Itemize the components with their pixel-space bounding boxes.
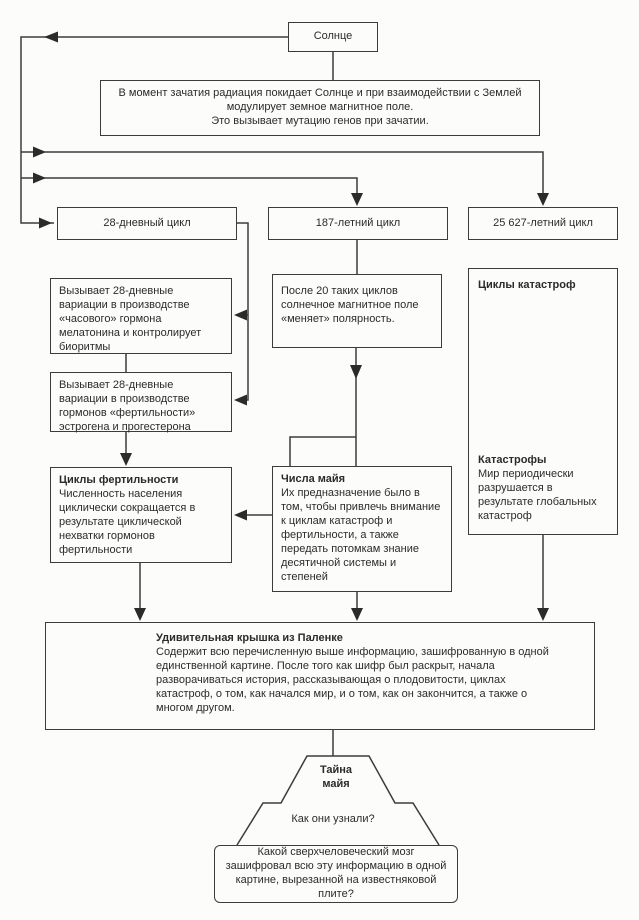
arrowhead-left — [44, 31, 58, 43]
palenque-text: Содержит всю перечисленную выше информац… — [156, 645, 549, 714]
hormones-to-fertility-cycles-connector — [120, 432, 132, 466]
28day-to-variation-boxes-connector — [234, 222, 249, 406]
cycle-187year-box: 187-летний цикл — [268, 207, 448, 240]
fertility-to-palenque-connector — [134, 563, 146, 621]
arrowhead-right — [33, 172, 46, 184]
palenque-title: Удивительная крышка из Паленке — [156, 632, 343, 644]
palenque-box: Удивительная крышка из Паленке Содержит … — [45, 622, 595, 730]
conception-line3: Это вызывает мутацию генов при зачатии. — [211, 114, 429, 127]
rail-to-187-connector — [21, 172, 363, 206]
fertility-hormones-text: Вызывает 28-дневные вариации в производс… — [59, 379, 196, 433]
maya-mystery-title-line1: Тайна — [319, 764, 353, 776]
arrowhead-down — [120, 453, 132, 466]
conception-line2: модулирует земное магнитное поле. — [226, 101, 414, 114]
arrowhead-left — [234, 394, 247, 406]
catastrophe-cycles-title: Циклы катастроф — [478, 279, 576, 291]
arrowhead-right — [39, 217, 52, 229]
arrowhead-down — [351, 193, 363, 206]
cycle-25627year-box: 25 627-летний цикл — [468, 207, 618, 240]
cycle-28day-label: 28-дневный цикл — [103, 216, 191, 229]
fertility-cycles-title: Циклы фертильности — [59, 474, 179, 486]
final-question-box: Какой сверхчеловеческий мозг зашифровал … — [214, 845, 458, 903]
catastrophe-to-palenque-connector — [537, 535, 549, 621]
arrowhead-left — [234, 509, 247, 521]
cycle-28day-box: 28-дневный цикл — [57, 207, 237, 240]
final-question-text: Какой сверхчеловеческий мозг зашифровал … — [225, 846, 447, 900]
rail-to-25627-connector — [21, 146, 549, 206]
sun-label: Солнце — [313, 30, 353, 43]
maya-mystery-title-line2: майя — [322, 778, 350, 791]
catastrophes-text: Мир периодически разрушается в результат… — [478, 468, 597, 523]
arrowhead-down — [134, 608, 146, 621]
cycle-187year-label: 187-летний цикл — [315, 216, 401, 229]
polarity-text: После 20 таких циклов солнечное магнитно… — [281, 285, 419, 325]
sun-box: Солнце — [288, 22, 378, 52]
maya-numbers-title: Числа майя — [281, 473, 346, 485]
conception-line1: В момент зачатия радиация покидает Солнц… — [118, 87, 522, 100]
polarity-box: После 20 таких циклов солнечное магнитно… — [272, 274, 442, 348]
maya-numbers-text: Их предназначение было в том, чтобы прив… — [281, 486, 441, 583]
melatonin-box: Вызывает 28-дневные вариации в производс… — [50, 278, 232, 354]
conception-box: В момент зачатия радиация покидает Солнц… — [100, 80, 540, 136]
arrowhead-left — [234, 309, 247, 321]
arrowhead-down — [537, 608, 549, 621]
catastrophe-cycles-box: Циклы катастроф Катастрофы Мир периодиче… — [468, 268, 618, 535]
fertility-cycles-box: Циклы фертильности Численность населения… — [50, 467, 232, 563]
maya-numbers-to-palenque-connector — [351, 592, 363, 621]
melatonin-text: Вызывает 28-дневные вариации в производс… — [59, 285, 202, 353]
conception-text: В момент зачатия радиация покидает Солнц… — [118, 87, 521, 129]
catastrophe-spacer — [478, 293, 608, 454]
maya-mystery-title: Тайна майя — [288, 763, 384, 792]
cycle-25627year-label: 25 627-летний цикл — [493, 216, 593, 229]
arrowhead-right — [33, 146, 46, 158]
how-did-they-know-question: Как они узнали? — [291, 813, 375, 825]
polarity-to-maya-numbers-connector — [350, 348, 362, 466]
fertility-cycles-text: Численность населения циклически сокраща… — [59, 487, 196, 556]
fertility-hormones-box: Вызывает 28-дневные вариации в производс… — [50, 372, 232, 433]
maya-numbers-box: Числа майя Их предназначение было в том,… — [272, 466, 452, 592]
arrowhead-down — [351, 608, 363, 621]
arrowhead-down — [350, 365, 362, 379]
arrowhead-down — [537, 193, 549, 206]
catastrophes-title: Катастрофы — [478, 454, 547, 467]
